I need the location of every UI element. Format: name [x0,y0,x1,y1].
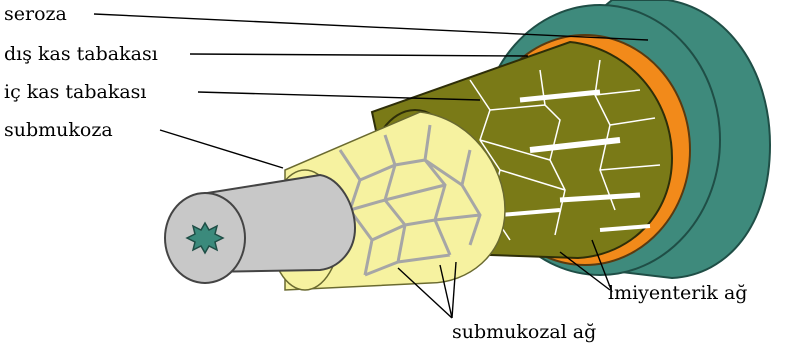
mucosa-tube [165,175,355,283]
leader-outer-muscle [190,54,528,56]
leader-submucosa [160,130,283,168]
label-outer-muscle: dış kas tabakası [4,43,158,65]
label-myenteric-net: lmiyenterik ağ [608,282,747,304]
label-inner-muscle: iç kas tabakası [4,81,147,103]
label-submucosal-net: submukozal ağ [452,321,596,343]
label-seroza: seroza [4,3,67,25]
label-submucosa: submukoza [4,119,113,141]
